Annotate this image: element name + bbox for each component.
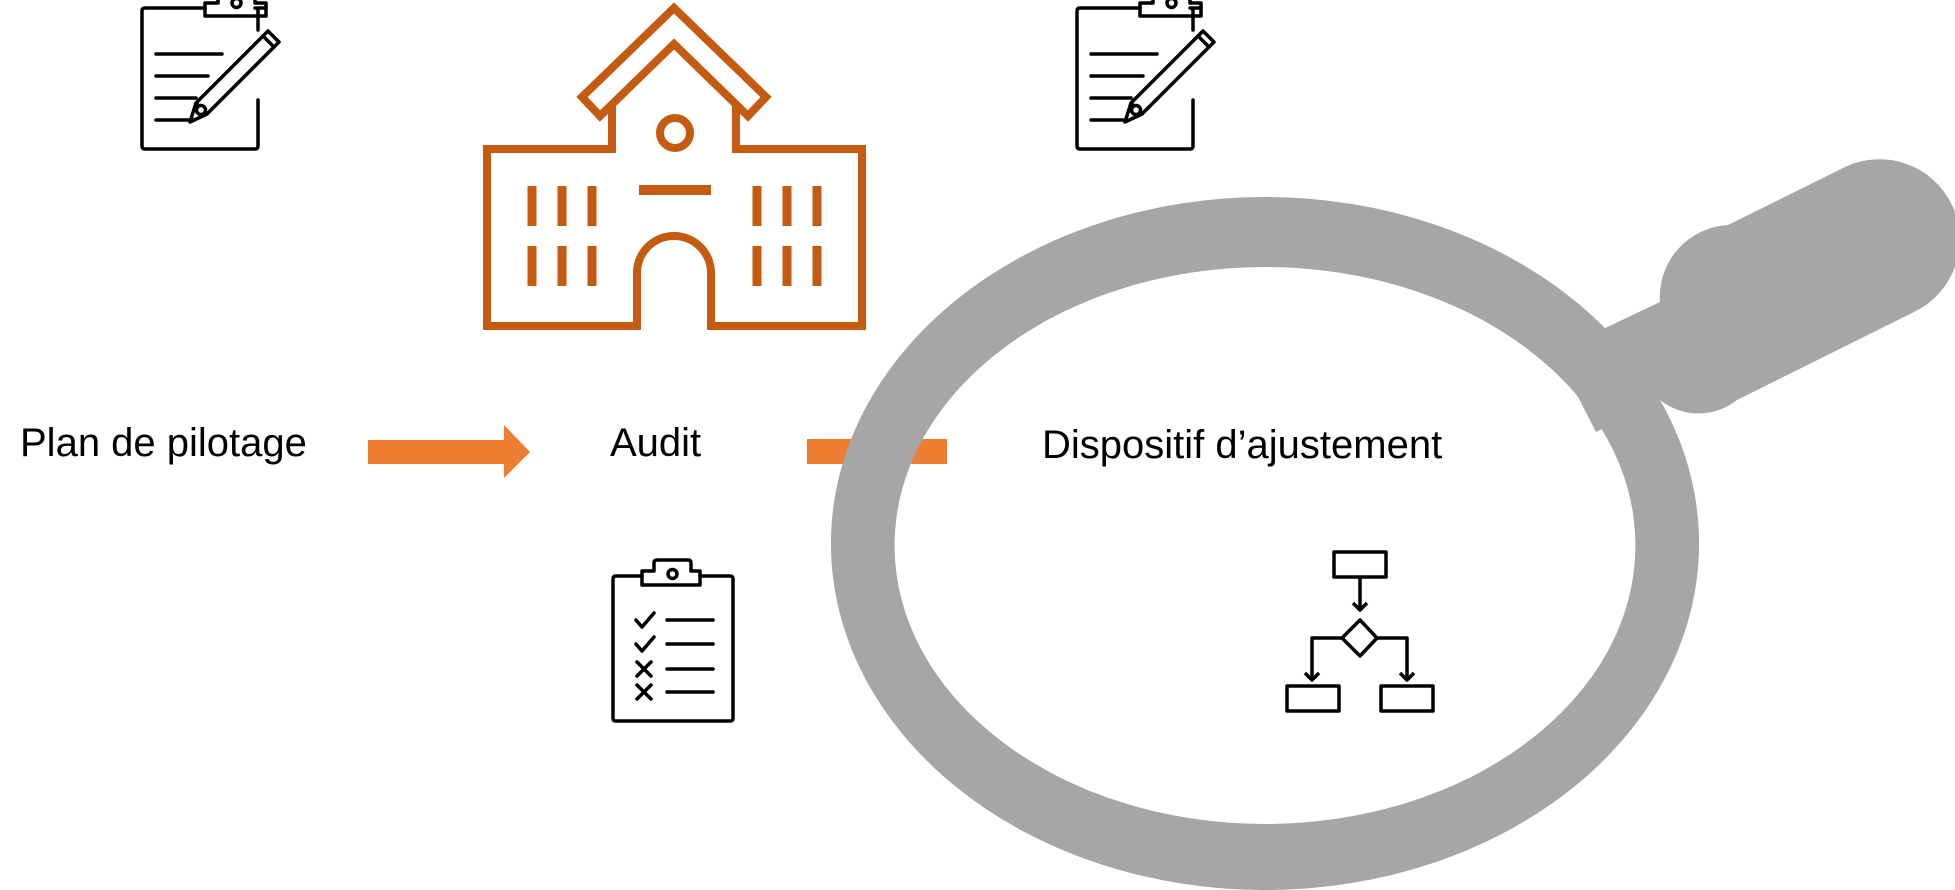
flowchart-icon	[1285, 550, 1435, 713]
school-building-icon	[483, 2, 866, 330]
checklist-clipboard-icon	[611, 558, 735, 723]
flow-arrow	[368, 425, 530, 478]
clipboard-pencil-icon	[1075, 0, 1216, 151]
magnifying-glass-icon	[830, 159, 1955, 890]
clipboard-pencil-icon	[140, 0, 281, 151]
step-label-plan-de-pilotage: Plan de pilotage	[20, 421, 307, 465]
step-label-audit: Audit	[610, 421, 702, 465]
step-label-dispositif-ajustement: Dispositif d’ajustement	[1042, 423, 1443, 467]
